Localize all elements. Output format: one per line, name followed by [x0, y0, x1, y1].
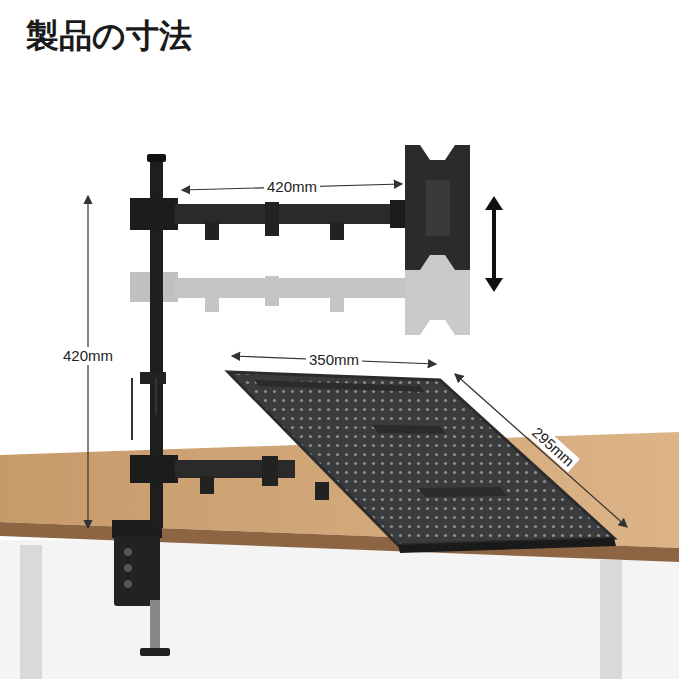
page-title: 製品の寸法	[26, 14, 192, 59]
dimension-label: 420mm	[60, 347, 116, 365]
dimension-label: 420mm	[264, 178, 320, 196]
dimension-label: 350mm	[306, 351, 362, 369]
